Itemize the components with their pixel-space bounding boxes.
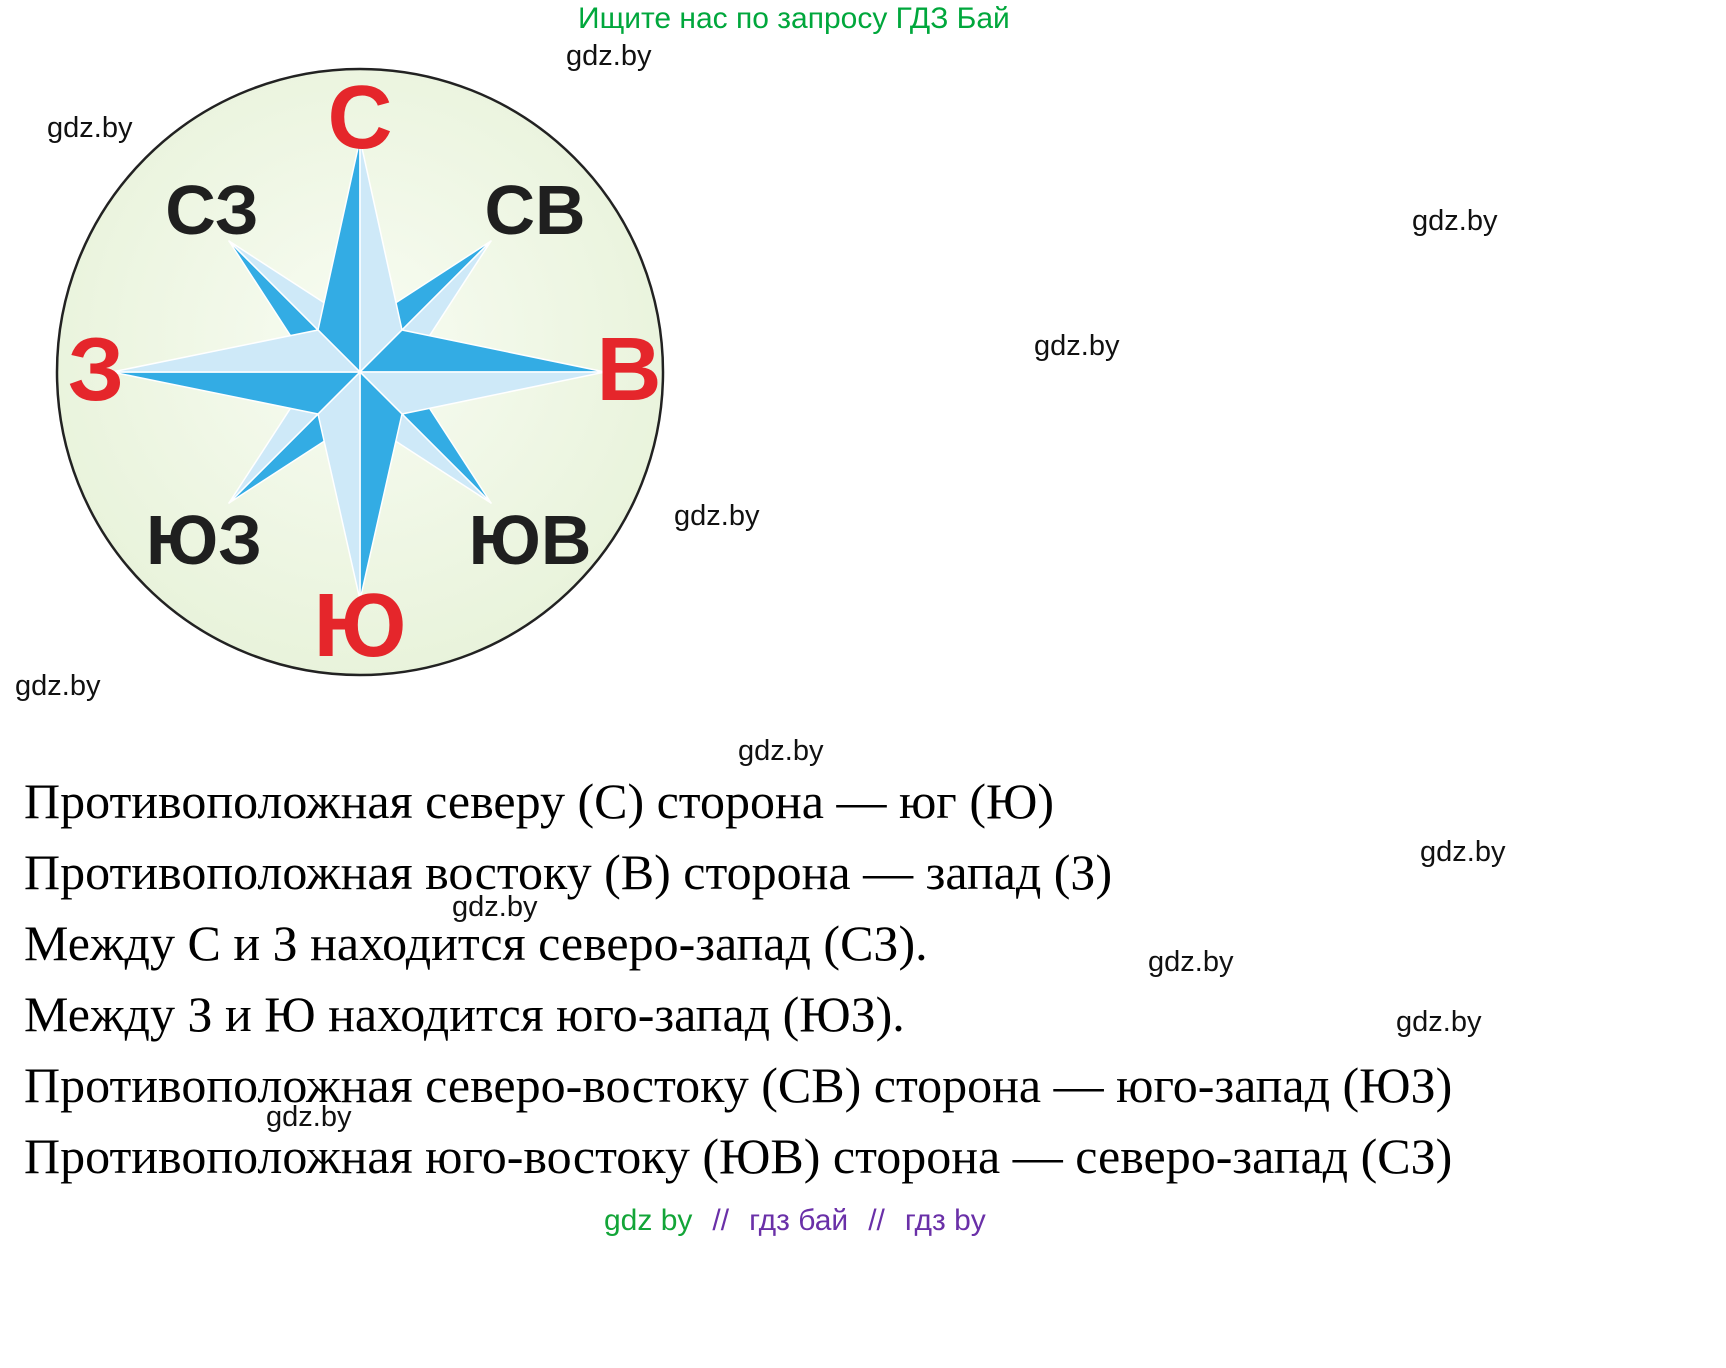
footer: gdz by // гдз бай // гдз by — [604, 1204, 986, 1238]
compass-star-cardinal-rays — [111, 138, 606, 601]
footer-separator-2: // — [868, 1204, 885, 1237]
watermark-text: gdz.by — [47, 112, 133, 144]
watermark-text: gdz.by — [1034, 330, 1120, 362]
watermark-text: gdz.by — [1412, 205, 1498, 237]
compass-rose-diagram: С Ю З В СЗ СВ ЮЗ ЮВ — [52, 64, 668, 680]
watermark-text: gdz.by — [1420, 836, 1506, 868]
compass-rose-svg: С Ю З В СЗ СВ ЮЗ ЮВ — [55, 67, 665, 677]
label-southeast: ЮВ — [469, 501, 592, 579]
footer-separator-1: // — [712, 1204, 730, 1237]
promo-header: Ищите нас по запросу ГДЗ Бай — [578, 2, 1010, 35]
label-southwest: ЮЗ — [146, 501, 262, 579]
answer-line-3: Между С и З находится северо-запад (СЗ). — [24, 915, 928, 971]
watermark-text: gdz.by — [1396, 1006, 1482, 1038]
watermark-text: gdz.by — [738, 735, 824, 767]
label-northwest: СЗ — [165, 171, 258, 249]
answer-line-2: Противоположная востоку (В) сторона — за… — [24, 844, 1113, 900]
watermark-text: gdz.by — [15, 670, 101, 702]
answer-line-4: Между З и Ю находится юго-запад (ЮЗ). — [24, 986, 905, 1042]
watermark-text: gdz.by — [266, 1101, 352, 1133]
label-east: В — [597, 320, 662, 420]
answer-line-5: Противоположная северо-востоку (СВ) стор… — [24, 1057, 1453, 1113]
watermark-text: gdz.by — [1148, 946, 1234, 978]
watermark-text: gdz.by — [452, 891, 538, 923]
answer-line-6: Противоположная юго-востоку (ЮВ) сторона… — [24, 1128, 1453, 1184]
label-west: З — [68, 320, 124, 420]
footer-gdz-by-mixed: гдз by — [904, 1204, 986, 1237]
label-northeast: СВ — [484, 171, 585, 249]
label-north: С — [328, 68, 393, 168]
footer-gdz-bai: гдз бай — [749, 1204, 849, 1237]
footer-gdz-by-latin: gdz by — [604, 1204, 693, 1237]
watermark-text: gdz.by — [566, 40, 652, 72]
answer-line-1: Противоположная северу (С) сторона — юг … — [24, 773, 1055, 829]
watermark-text: gdz.by — [674, 500, 760, 532]
label-south: Ю — [314, 576, 407, 676]
compass-star — [111, 138, 606, 601]
